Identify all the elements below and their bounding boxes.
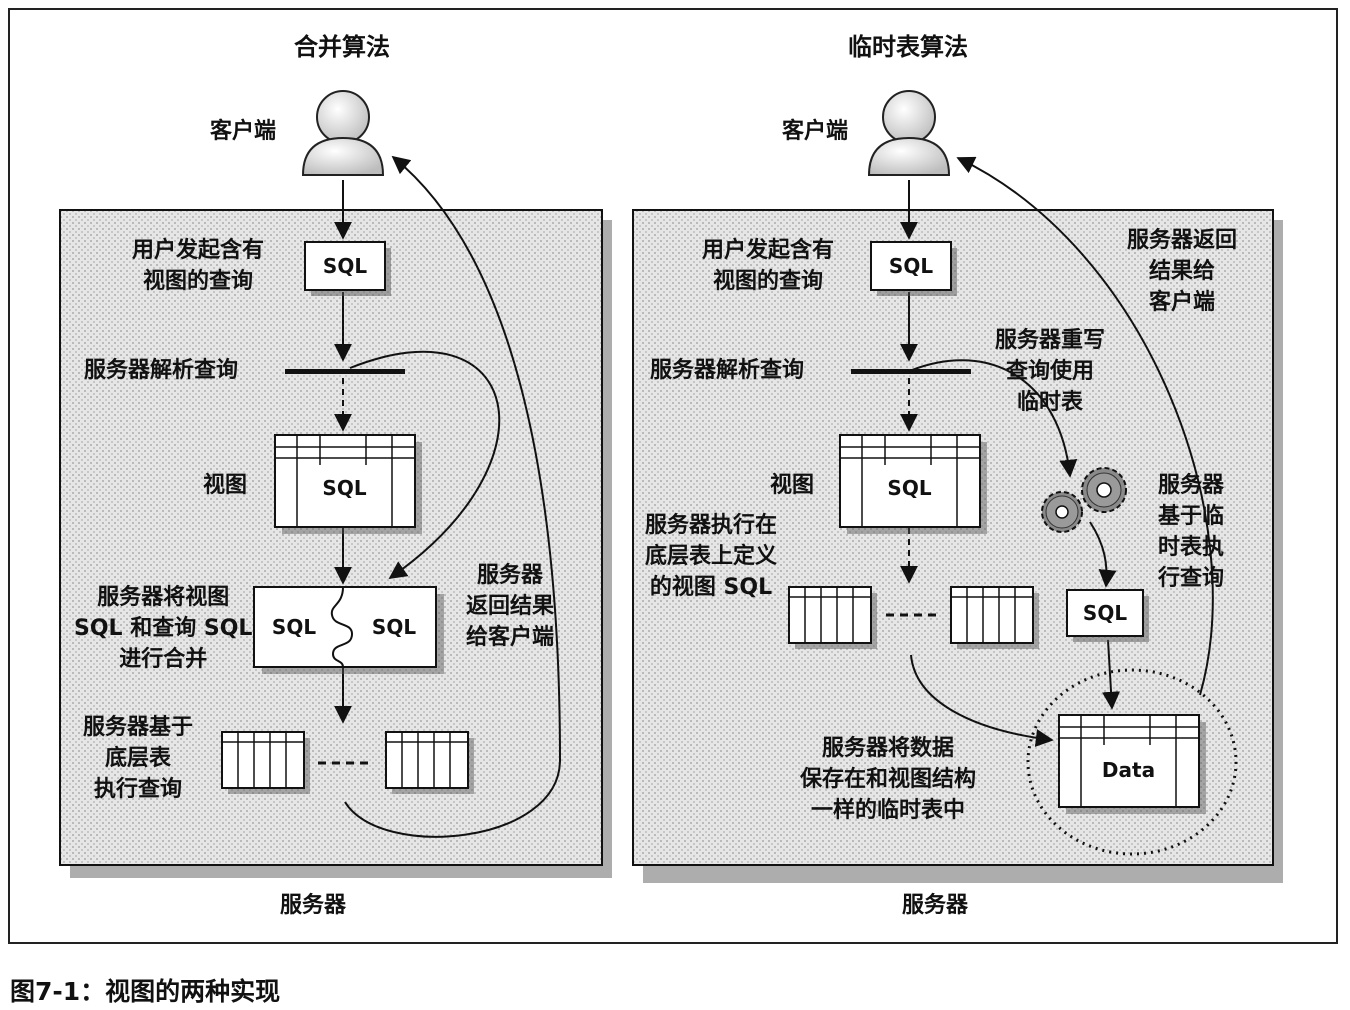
left-sql-box [304,241,391,296]
left-step-merge: 服务器将视图 SQL 和查询 SQL 进行合并 [74,585,253,672]
left-flow-arrows [318,155,562,838]
left-base-table-2 [385,731,474,794]
left-server-panel [59,209,612,878]
left-view-label: 视图 [203,473,248,498]
left-merge-sql-left: SQL [271,615,317,639]
right-temp-sql-box [1066,589,1149,642]
left-view-table [274,434,422,534]
right-panel-title: 临时表算法 [848,33,968,61]
left-return-label: 服务器 返回结果 给客户端 [466,563,555,650]
temp-table [1026,668,1238,856]
right-client-icon [867,90,951,176]
temp-table-data-label: Data [1101,758,1156,782]
left-panel-title: 合并算法 [294,33,390,61]
right-view-sql-label: SQL [887,476,932,500]
right-base-table-1 [788,586,877,649]
left-step-user-query: 用户发起含有 视图的查询 [132,238,265,294]
left-step-execute: 服务器基于 底层表 执行查询 [83,715,194,802]
left-client-icon [301,90,385,176]
right-base-table-2 [950,586,1039,649]
left-base-table-1 [221,731,310,794]
right-view-table [839,434,987,534]
figure-caption: 图7-1：视图的两种实现 [10,977,281,1006]
right-return-label: 服务器返回 结果给 客户端 [1127,228,1238,315]
right-client-label: 客户端 [782,119,849,144]
right-step-temp-query: 服务器 基于临 时表执 行查询 [1158,473,1225,591]
right-parse-bar [851,369,971,374]
left-client-label: 客户端 [210,119,277,144]
left-server-label: 服务器 [280,893,347,918]
right-step-store: 服务器将数据 保存在和视图结构 一样的临时表中 [800,736,977,823]
left-merge-box [253,586,444,674]
left-step-parse: 服务器解析查询 [84,358,239,383]
left-sql-box-label: SQL [322,254,368,278]
left-parse-bar [285,369,405,374]
right-sql-box [870,241,957,296]
right-server-label: 服务器 [902,893,969,918]
right-flow-arrows [886,156,1214,747]
left-view-sql-label: SQL [322,476,367,500]
right-step-parse: 服务器解析查询 [650,358,805,383]
left-merge-sql-right: SQL [371,615,417,639]
right-sql-box-label: SQL [888,254,934,278]
right-view-label: 视图 [770,473,815,498]
right-step-user-query: 用户发起含有 视图的查询 [702,238,835,294]
right-temp-sql-label: SQL [1082,601,1128,625]
right-step-execute-view: 服务器执行在 底层表上定义 的视图 SQL [645,513,778,600]
gears-icon [1041,467,1127,533]
right-step-rewrite: 服务器重写 查询使用 临时表 [995,328,1106,415]
